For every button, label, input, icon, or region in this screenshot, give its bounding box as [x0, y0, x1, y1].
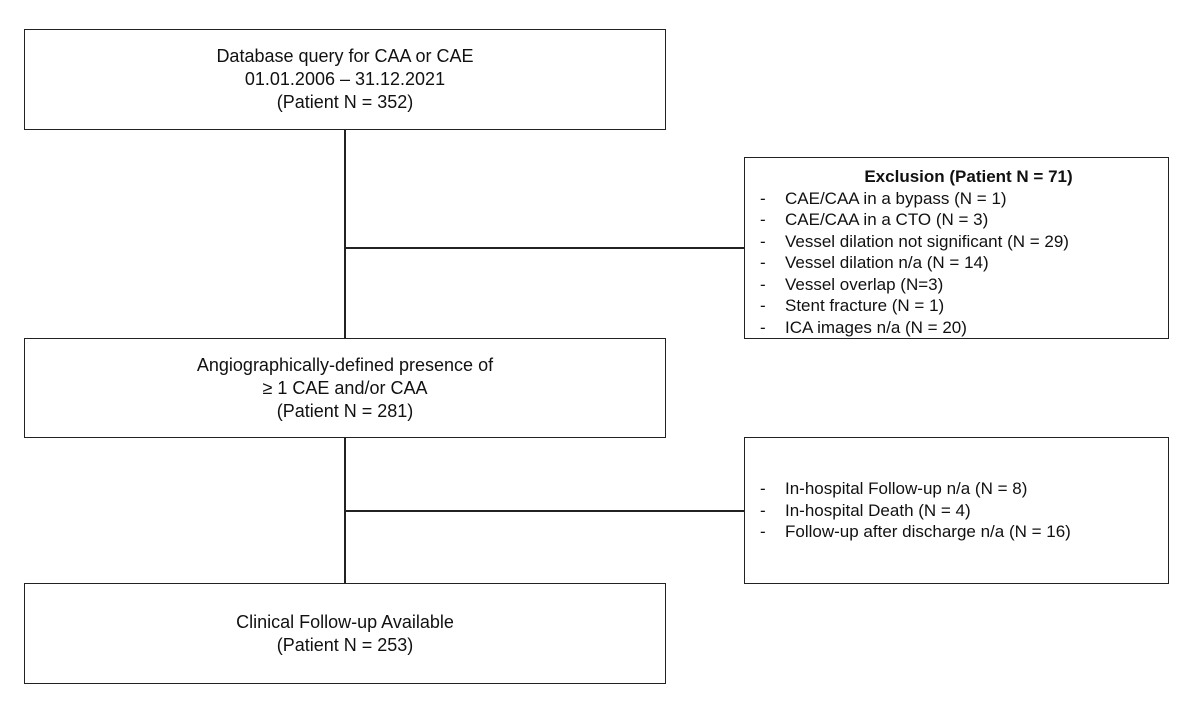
exclusion-box: Exclusion (Patient N = 71) CAE/CAA in a …	[744, 157, 1169, 339]
exclusion-item: CAE/CAA in a bypass (N = 1)	[757, 188, 1156, 210]
exclusion-item: Vessel dilation n/a (N = 14)	[757, 252, 1156, 274]
connector-box1-box2	[344, 129, 346, 339]
angiographic-presence-criterion: ≥ 1 CAE and/or CAA	[262, 377, 428, 398]
followup-exclusion-item: In-hospital Follow-up n/a (N = 8)	[757, 478, 1071, 500]
clinical-followup-count: (Patient N = 253)	[276, 634, 414, 655]
exclusion-item: Stent fracture (N = 1)	[757, 295, 1156, 317]
angiographic-presence-count: (Patient N = 281)	[276, 400, 414, 421]
exclusion-list: CAE/CAA in a bypass (N = 1) CAE/CAA in a…	[757, 188, 1156, 339]
database-query-box: Database query for CAA or CAE 01.01.2006…	[24, 29, 666, 130]
connector-to-followup-exclusion	[344, 510, 745, 512]
followup-exclusion-item: Follow-up after discharge n/a (N = 16)	[757, 521, 1071, 543]
database-query-count: (Patient N = 352)	[276, 92, 414, 112]
exclusion-item: Vessel overlap (N=3)	[757, 274, 1156, 296]
clinical-followup-box: Clinical Follow-up Available (Patient N …	[24, 583, 666, 684]
database-query-title: Database query for CAA or CAE	[216, 46, 474, 66]
angiographic-presence-title: Angiographically-defined presence of	[196, 354, 494, 375]
followup-exclusion-item: In-hospital Death (N = 4)	[757, 500, 1071, 522]
exclusion-item: ICA images n/a (N = 20)	[757, 317, 1156, 339]
database-query-dates: 01.01.2006 – 31.12.2021	[244, 69, 446, 89]
connector-to-exclusion	[344, 247, 745, 249]
exclusion-item: CAE/CAA in a CTO (N = 3)	[757, 209, 1156, 231]
followup-exclusion-box: In-hospital Follow-up n/a (N = 8) In-hos…	[744, 437, 1169, 584]
clinical-followup-title: Clinical Follow-up Available	[236, 611, 454, 632]
exclusion-item: Vessel dilation not significant (N = 29)	[757, 231, 1156, 253]
angiographic-presence-box: Angiographically-defined presence of ≥ 1…	[24, 338, 666, 438]
followup-exclusion-list: In-hospital Follow-up n/a (N = 8) In-hos…	[757, 478, 1071, 543]
exclusion-title: Exclusion (Patient N = 71)	[864, 167, 1073, 186]
